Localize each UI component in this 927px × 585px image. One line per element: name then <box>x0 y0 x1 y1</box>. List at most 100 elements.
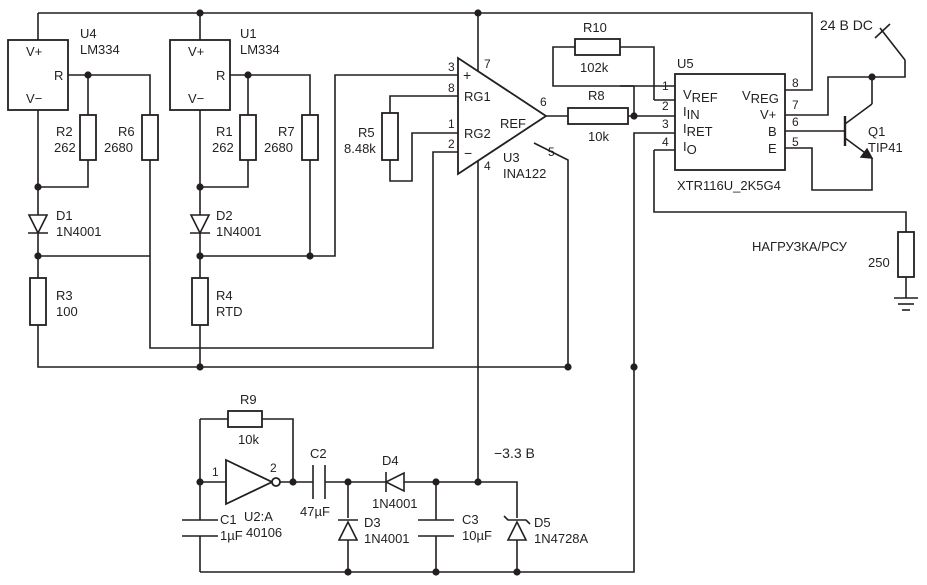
c3-ref: C3 <box>462 512 479 527</box>
u3-pin-6: 6 <box>540 95 547 109</box>
load-ref: НАГРУЗКА/РСУ <box>752 239 848 254</box>
r5-ref: R5 <box>358 125 375 140</box>
u1-ref: U1 <box>240 26 257 41</box>
u4-vminus: V− <box>26 91 42 106</box>
u3-ref: U3 <box>503 150 520 165</box>
r3-ref: R3 <box>56 288 73 303</box>
u5-pin-1-label: VREF <box>683 87 718 105</box>
r7-ref: R7 <box>278 124 295 139</box>
r5-value: 8.48k <box>344 141 376 156</box>
u5-pin-7-label: V+ <box>760 107 776 122</box>
c1-value: 1µF <box>220 528 243 543</box>
u3-rg1: RG1 <box>464 89 491 104</box>
u4-r: R <box>54 68 63 83</box>
u3-pin-7: 7 <box>484 57 491 71</box>
q1-npn-transistor <box>843 103 874 159</box>
u3-plus: + <box>463 67 471 83</box>
u3-pin-2: 2 <box>448 137 455 151</box>
q1-value: TIP41 <box>868 140 903 155</box>
r3-value: 100 <box>56 304 78 319</box>
d4-ref: D4 <box>382 453 399 468</box>
junction-dots <box>34 9 876 576</box>
d1-value: 1N4001 <box>56 224 102 239</box>
u2-inverter <box>225 458 281 506</box>
u2-pin-out: 2 <box>270 461 277 475</box>
u2-ref: U2:A <box>244 509 273 524</box>
u5-pin-2-label: IIN <box>683 104 700 122</box>
u3-part: INA122 <box>503 166 546 181</box>
u4-ref: U4 <box>80 26 97 41</box>
u5-pin-6-label: B <box>768 124 777 139</box>
u3-ref-pin: REF <box>500 116 526 131</box>
r7-value: 2680 <box>264 140 293 155</box>
r6-ref: R6 <box>118 124 135 139</box>
r10-value: 102k <box>580 60 609 75</box>
d4-value: 1N4001 <box>372 496 418 511</box>
capacitor-symbols <box>182 465 454 537</box>
d5-ref: D5 <box>534 515 551 530</box>
d2-ref: D2 <box>216 208 233 223</box>
u5-pin-8-label: VREG <box>742 88 779 106</box>
r8-ref: R8 <box>588 88 605 103</box>
u5-pin-3-label: IRET <box>683 121 713 139</box>
d5-value: 1N4728A <box>534 531 589 546</box>
supply-terminal <box>874 23 906 61</box>
u4-part: LM334 <box>80 42 120 57</box>
u1-r: R <box>216 68 225 83</box>
u2-pin-in: 1 <box>212 465 219 479</box>
c2-value: 47µF <box>300 504 330 519</box>
q1-ref: Q1 <box>868 124 885 139</box>
u5-pin-3-num: 3 <box>662 117 669 131</box>
supply-label: 24 В DC <box>820 17 873 33</box>
d1-ref: D1 <box>56 208 73 223</box>
u1-part: LM334 <box>240 42 280 57</box>
u5-pin-5-num: 5 <box>792 135 799 149</box>
r4-value: RTD <box>216 304 242 319</box>
resistor-bodies <box>29 38 915 428</box>
u5-pin-4-label: IO <box>683 139 697 157</box>
load-value: 250 <box>868 255 890 270</box>
r1-value: 262 <box>212 140 234 155</box>
u3-pin-1: 1 <box>448 117 455 131</box>
u3-rg2: RG2 <box>464 126 491 141</box>
c2-ref: C2 <box>310 446 327 461</box>
u1-current-source: V+ R V− <box>169 39 231 111</box>
u5-ref: U5 <box>677 56 694 71</box>
u3-pin-8: 8 <box>448 81 455 95</box>
r6-value: 2680 <box>104 140 133 155</box>
d2-value: 1N4001 <box>216 224 262 239</box>
u1-vminus: V− <box>188 91 204 106</box>
u5-pin-4-num: 4 <box>662 135 669 149</box>
diode-symbols <box>27 214 531 541</box>
u5-pin-7-num: 7 <box>792 98 799 112</box>
r8-value: 10k <box>588 129 609 144</box>
u3-pin-3: 3 <box>448 60 455 74</box>
u1-vplus: V+ <box>188 44 204 59</box>
r1-ref: R1 <box>216 124 233 139</box>
u2-value: 40106 <box>246 525 282 540</box>
ground-symbol <box>894 297 918 311</box>
u3-instrumentation-amp <box>457 56 548 176</box>
d3-ref: D3 <box>364 515 381 530</box>
r9-ref: R9 <box>240 392 257 407</box>
u4-vplus: V+ <box>26 44 42 59</box>
c3-value: 10µF <box>462 528 492 543</box>
r9-value: 10k <box>238 432 259 447</box>
neg-supply-label: −3.3 В <box>494 445 535 461</box>
u5-pin-1-num: 1 <box>662 79 669 93</box>
u5-pin-5-label: E <box>768 141 777 156</box>
u5-pin-8-num: 8 <box>792 76 799 90</box>
r2-ref: R2 <box>56 124 73 139</box>
u5-pin-6-num: 6 <box>792 115 799 129</box>
r10-ref: R10 <box>583 20 607 35</box>
u3-minus: − <box>464 145 472 161</box>
u3-pin-5: 5 <box>548 145 555 159</box>
u5-current-transmitter <box>674 73 786 171</box>
u3-pin-4: 4 <box>484 159 491 173</box>
u4-current-source: V+ R V− <box>7 39 69 111</box>
c1-ref: C1 <box>220 512 237 527</box>
u5-pin-2-num: 2 <box>662 99 669 113</box>
u5-part: XTR116U_2K5G4 <box>677 178 781 193</box>
r4-ref: R4 <box>216 288 233 303</box>
